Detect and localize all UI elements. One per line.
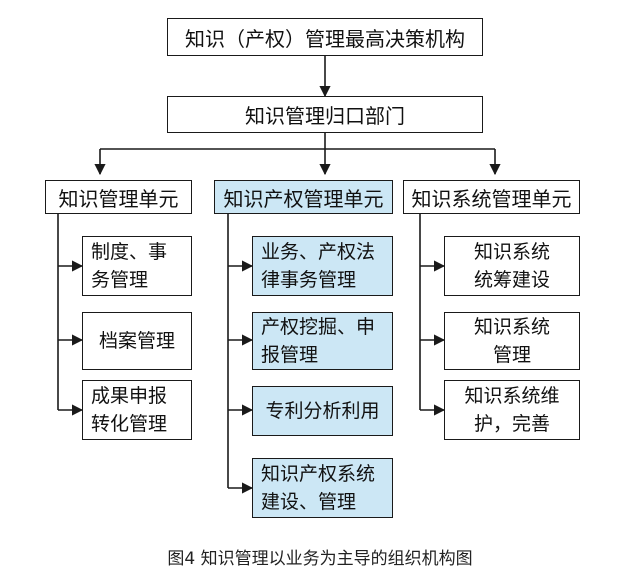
unit-system-mgmt: 知识系统管理单元: [403, 180, 580, 214]
unit-label: 知识管理单元: [58, 186, 179, 211]
unit-ip-mgmt: 知识产权管理单元: [214, 180, 393, 214]
dept-node: 知识管理归口部门: [167, 96, 483, 133]
top-decision-label: 知识（产权）管理最高决策机构: [185, 26, 465, 51]
dept-label: 知识管理归口部门: [245, 104, 405, 128]
item-label: 知识产权系统建设、管理: [261, 463, 376, 513]
item-label: 知识系统统筹建设: [473, 241, 550, 291]
unit-label: 知识产权管理单元: [223, 186, 384, 211]
item-box: 产权挖掘、申报管理: [252, 312, 393, 370]
item-box: 成果申报转化管理: [82, 380, 192, 440]
item-label: 知识系统维护，完善: [464, 385, 560, 435]
item-box: 知识系统管理: [444, 312, 580, 370]
item-label: 制度、事务管理: [91, 241, 168, 291]
item-label: 档案管理: [98, 330, 175, 352]
item-box: 专利分析利用: [252, 386, 393, 436]
top-decision-node: 知识（产权）管理最高决策机构: [167, 18, 483, 56]
item-box: 知识产权系统建设、管理: [252, 458, 393, 518]
unit-label: 知识系统管理单元: [411, 186, 572, 211]
item-label: 产权挖掘、申报管理: [261, 316, 376, 366]
item-box: 制度、事务管理: [82, 236, 192, 296]
item-box: 知识系统维护，完善: [444, 380, 580, 440]
item-label: 专利分析利用: [265, 400, 380, 422]
item-label: 业务、产权法律事务管理: [261, 241, 376, 291]
item-box: 知识系统统筹建设: [444, 236, 580, 296]
item-label: 知识系统管理: [473, 316, 550, 366]
item-box: 档案管理: [82, 312, 192, 370]
item-box: 业务、产权法律事务管理: [252, 236, 393, 296]
figure-caption: 图4 知识管理以业务为主导的组织机构图: [167, 549, 473, 569]
item-label: 成果申报转化管理: [91, 385, 168, 435]
unit-knowledge-mgmt: 知识管理单元: [45, 180, 192, 214]
